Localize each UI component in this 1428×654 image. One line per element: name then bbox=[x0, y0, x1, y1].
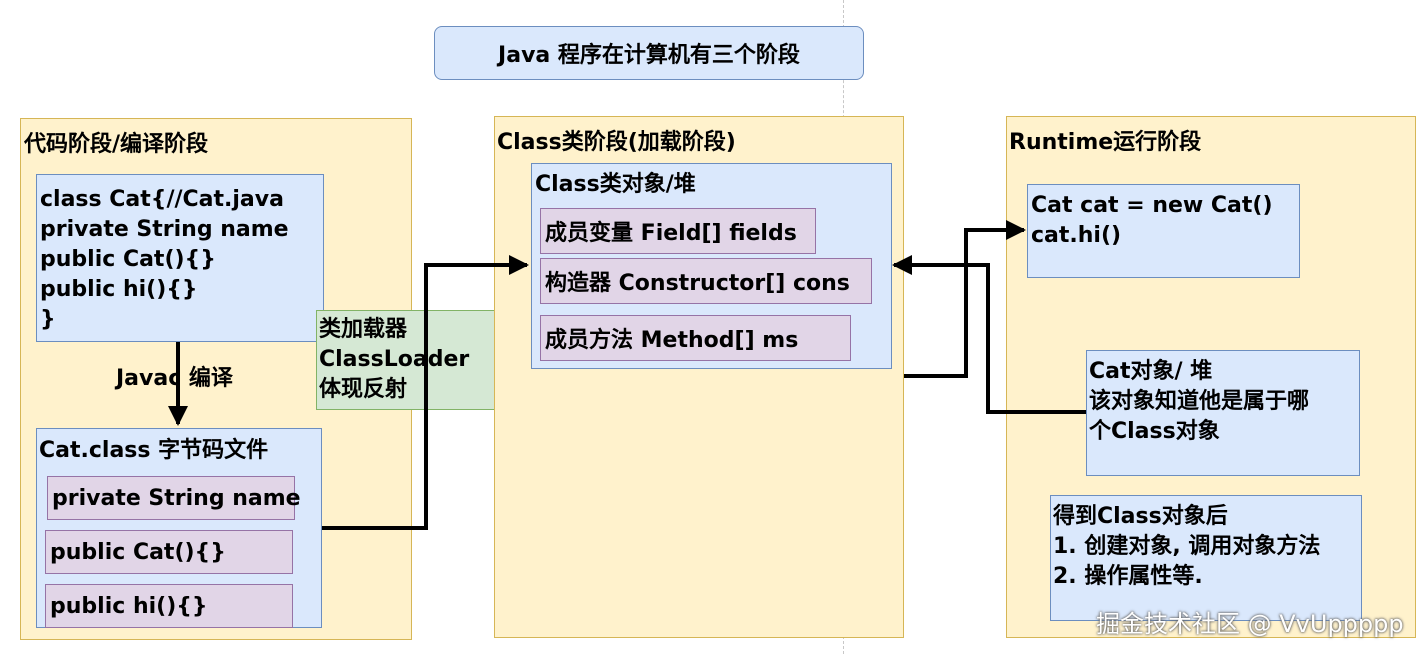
class-object-title: Class类对象/堆 bbox=[535, 172, 696, 197]
classloader-line: ClassLoader bbox=[319, 347, 470, 372]
after-class-line: 2. 操作属性等. bbox=[1053, 564, 1203, 589]
cat-object-box: Cat对象/ 堆 该对象知道他是属于哪 个Class对象 bbox=[1086, 350, 1360, 476]
runtime-code-line: Cat cat = new Cat() bbox=[1031, 193, 1273, 218]
diagram-title: Java 程序在计算机有三个阶段 bbox=[434, 26, 864, 80]
after-class-object-box: 得到Class对象后 1. 创建对象, 调用对象方法 2. 操作属性等. bbox=[1050, 495, 1362, 621]
class-member-item: 构造器 Constructor[] cons bbox=[540, 258, 872, 304]
after-class-line: 1. 创建对象, 调用对象方法 bbox=[1053, 534, 1321, 559]
after-class-line: 得到Class对象后 bbox=[1053, 504, 1228, 529]
classloader-line: 体现反射 bbox=[319, 377, 408, 402]
runtime-code-box: Cat cat = new Cat() cat.hi() bbox=[1027, 184, 1300, 278]
class-member-item: 成员方法 Method[] ms bbox=[540, 315, 851, 361]
reference-arrow bbox=[892, 255, 1086, 414]
source-line: } bbox=[40, 307, 56, 332]
bytecode-file-title: Cat.class 字节码文件 bbox=[39, 438, 269, 463]
source-line: public hi(){} bbox=[40, 277, 198, 302]
watermark: 掘金技术社区 @ VvUppppp bbox=[1096, 610, 1404, 638]
source-code-box: class Cat{//Cat.java private String name… bbox=[36, 174, 324, 342]
source-line: public Cat(){} bbox=[40, 247, 216, 272]
classloader-box: 类加载器 ClassLoader 体现反射 bbox=[316, 310, 504, 410]
cat-object-line: Cat对象/ 堆 bbox=[1089, 359, 1213, 384]
cat-object-line: 个Class对象 bbox=[1089, 419, 1220, 444]
class-member-item: 成员变量 Field[] fields bbox=[540, 208, 816, 254]
compile-label: Javac 编译 bbox=[116, 366, 233, 391]
classloader-line: 类加载器 bbox=[319, 317, 408, 342]
source-line: private String name bbox=[40, 217, 289, 242]
bytecode-item: public hi(){} bbox=[45, 584, 293, 628]
stage-runtime-title: Runtime运行阶段 bbox=[1009, 130, 1202, 155]
bytecode-item: private String name bbox=[47, 476, 301, 520]
bytecode-item: public Cat(){} bbox=[45, 530, 293, 574]
runtime-code-line: cat.hi() bbox=[1031, 223, 1122, 248]
cat-object-line: 该对象知道他是属于哪 bbox=[1089, 389, 1310, 414]
source-line: class Cat{//Cat.java bbox=[40, 187, 284, 212]
load-arrow bbox=[322, 255, 529, 530]
stage-code-compile-title: 代码阶段/编译阶段 bbox=[24, 132, 209, 157]
stage-class-loading-title: Class类阶段(加载阶段) bbox=[497, 130, 736, 155]
runtime-arrow bbox=[904, 220, 1026, 378]
